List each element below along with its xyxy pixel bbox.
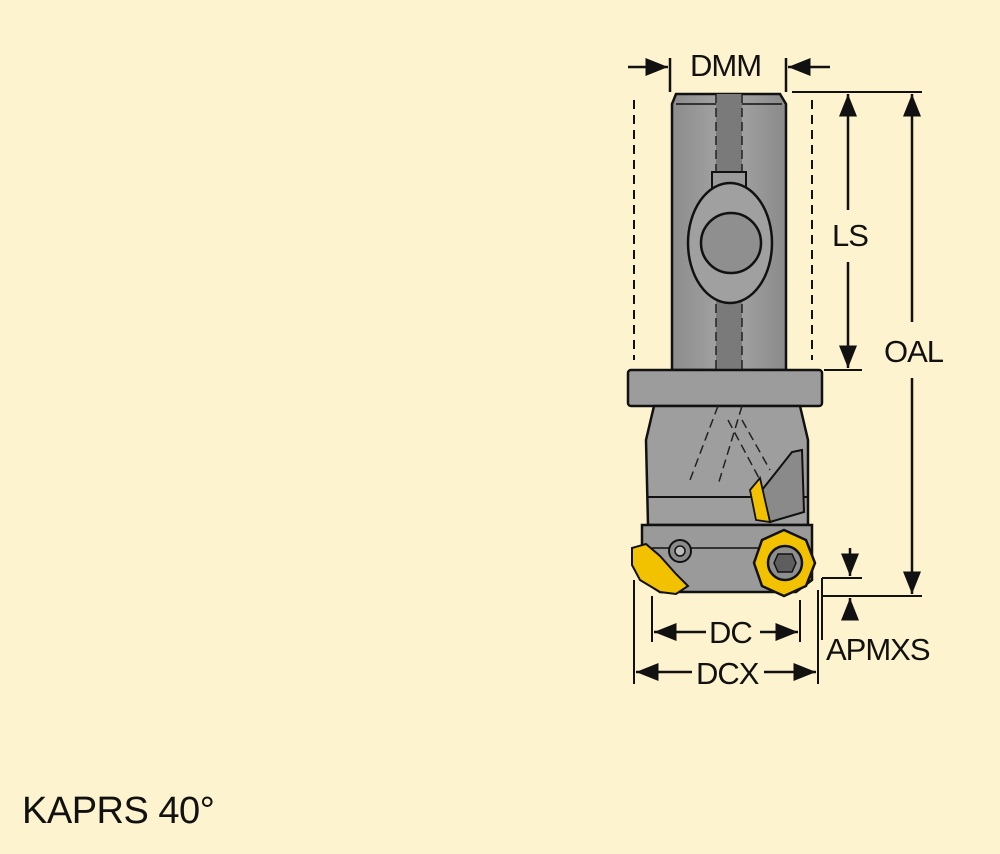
dc-dcx-dimension: [633, 580, 819, 684]
dmm-dimension: [628, 58, 830, 92]
dmm-extension-lines: [633, 100, 813, 360]
dcx-label: DCX: [696, 656, 759, 691]
apmxs-label: APMXS: [826, 632, 931, 667]
shank: [670, 92, 788, 372]
caption: KAPRS 40°: [22, 790, 215, 832]
insert-right: [752, 528, 817, 598]
collar: [626, 368, 824, 408]
dmm-label: DMM: [690, 48, 762, 83]
oal-label: OAL: [884, 334, 944, 369]
ls-label: LS: [832, 218, 869, 253]
apmxs-dimension: [821, 548, 862, 640]
insert-left: [631, 539, 692, 596]
ls-oal-extension-lines: [792, 91, 922, 597]
dc-label: DC: [709, 615, 753, 650]
